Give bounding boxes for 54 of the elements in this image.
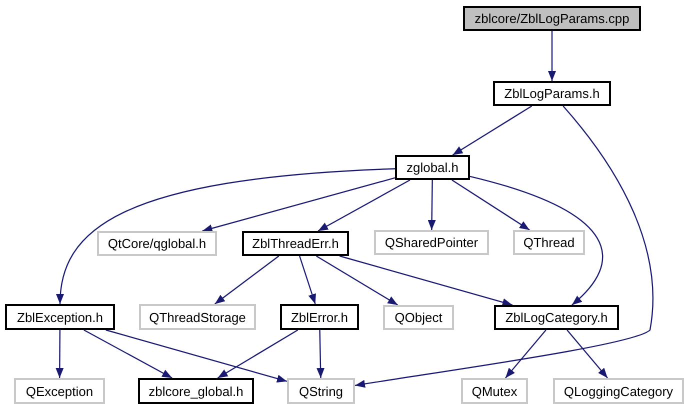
arrow xyxy=(452,180,530,230)
file-name: ZblLogParams.h xyxy=(504,86,600,101)
file-box xyxy=(139,304,256,330)
arrow xyxy=(217,329,298,379)
arrow xyxy=(56,168,396,304)
file-box xyxy=(374,230,489,255)
file-box xyxy=(494,305,619,330)
file-name: QThreadStorage xyxy=(149,310,246,324)
arrow xyxy=(106,329,288,382)
arrow xyxy=(214,256,280,304)
arrow xyxy=(470,176,603,306)
file-box xyxy=(97,231,217,256)
file-name: QObject xyxy=(394,310,442,325)
arrow xyxy=(505,330,546,378)
file-box xyxy=(553,378,684,404)
file-box xyxy=(493,81,611,106)
file-box xyxy=(280,304,359,330)
arrow xyxy=(316,255,398,306)
file-box xyxy=(383,305,454,330)
arrow xyxy=(202,177,396,232)
file-name: QString xyxy=(298,384,344,398)
file-name: QThread xyxy=(523,235,575,250)
arrow xyxy=(428,180,436,230)
file-box xyxy=(461,378,528,404)
file-name: zblcore_global.h xyxy=(148,384,244,398)
file-name: QLoggingCategory xyxy=(564,384,674,398)
file-name: ZblLogCategory.h xyxy=(505,310,608,325)
file-name: zglobal.h xyxy=(406,160,459,175)
file-name: QException xyxy=(26,384,94,398)
file-box xyxy=(463,6,641,31)
arrow xyxy=(56,330,64,378)
file-name: ZblError.h xyxy=(290,310,348,324)
file-name: QMutex xyxy=(472,384,518,398)
file-name: zblcore/ZblLogParams.cpp xyxy=(474,11,630,26)
arrow xyxy=(354,106,654,388)
file-box xyxy=(5,304,115,330)
arrow xyxy=(318,179,410,232)
arrow xyxy=(316,330,325,378)
arrow xyxy=(339,255,513,306)
file-box xyxy=(513,230,585,255)
arrow xyxy=(452,106,532,156)
file-box xyxy=(14,378,105,404)
file-name: ZblException.h xyxy=(17,310,103,324)
file-box xyxy=(138,378,254,404)
file-box xyxy=(242,231,349,256)
file-box xyxy=(395,155,470,180)
file-box xyxy=(287,378,355,404)
file-name: ZblThreadErr.h xyxy=(252,236,339,251)
arrow xyxy=(566,330,608,378)
file-name: QtCore/qglobal.h xyxy=(108,236,206,251)
arrow xyxy=(548,31,556,81)
arrow xyxy=(299,256,316,304)
file-name: QSharedPointer xyxy=(384,235,478,250)
arrow xyxy=(84,329,172,379)
